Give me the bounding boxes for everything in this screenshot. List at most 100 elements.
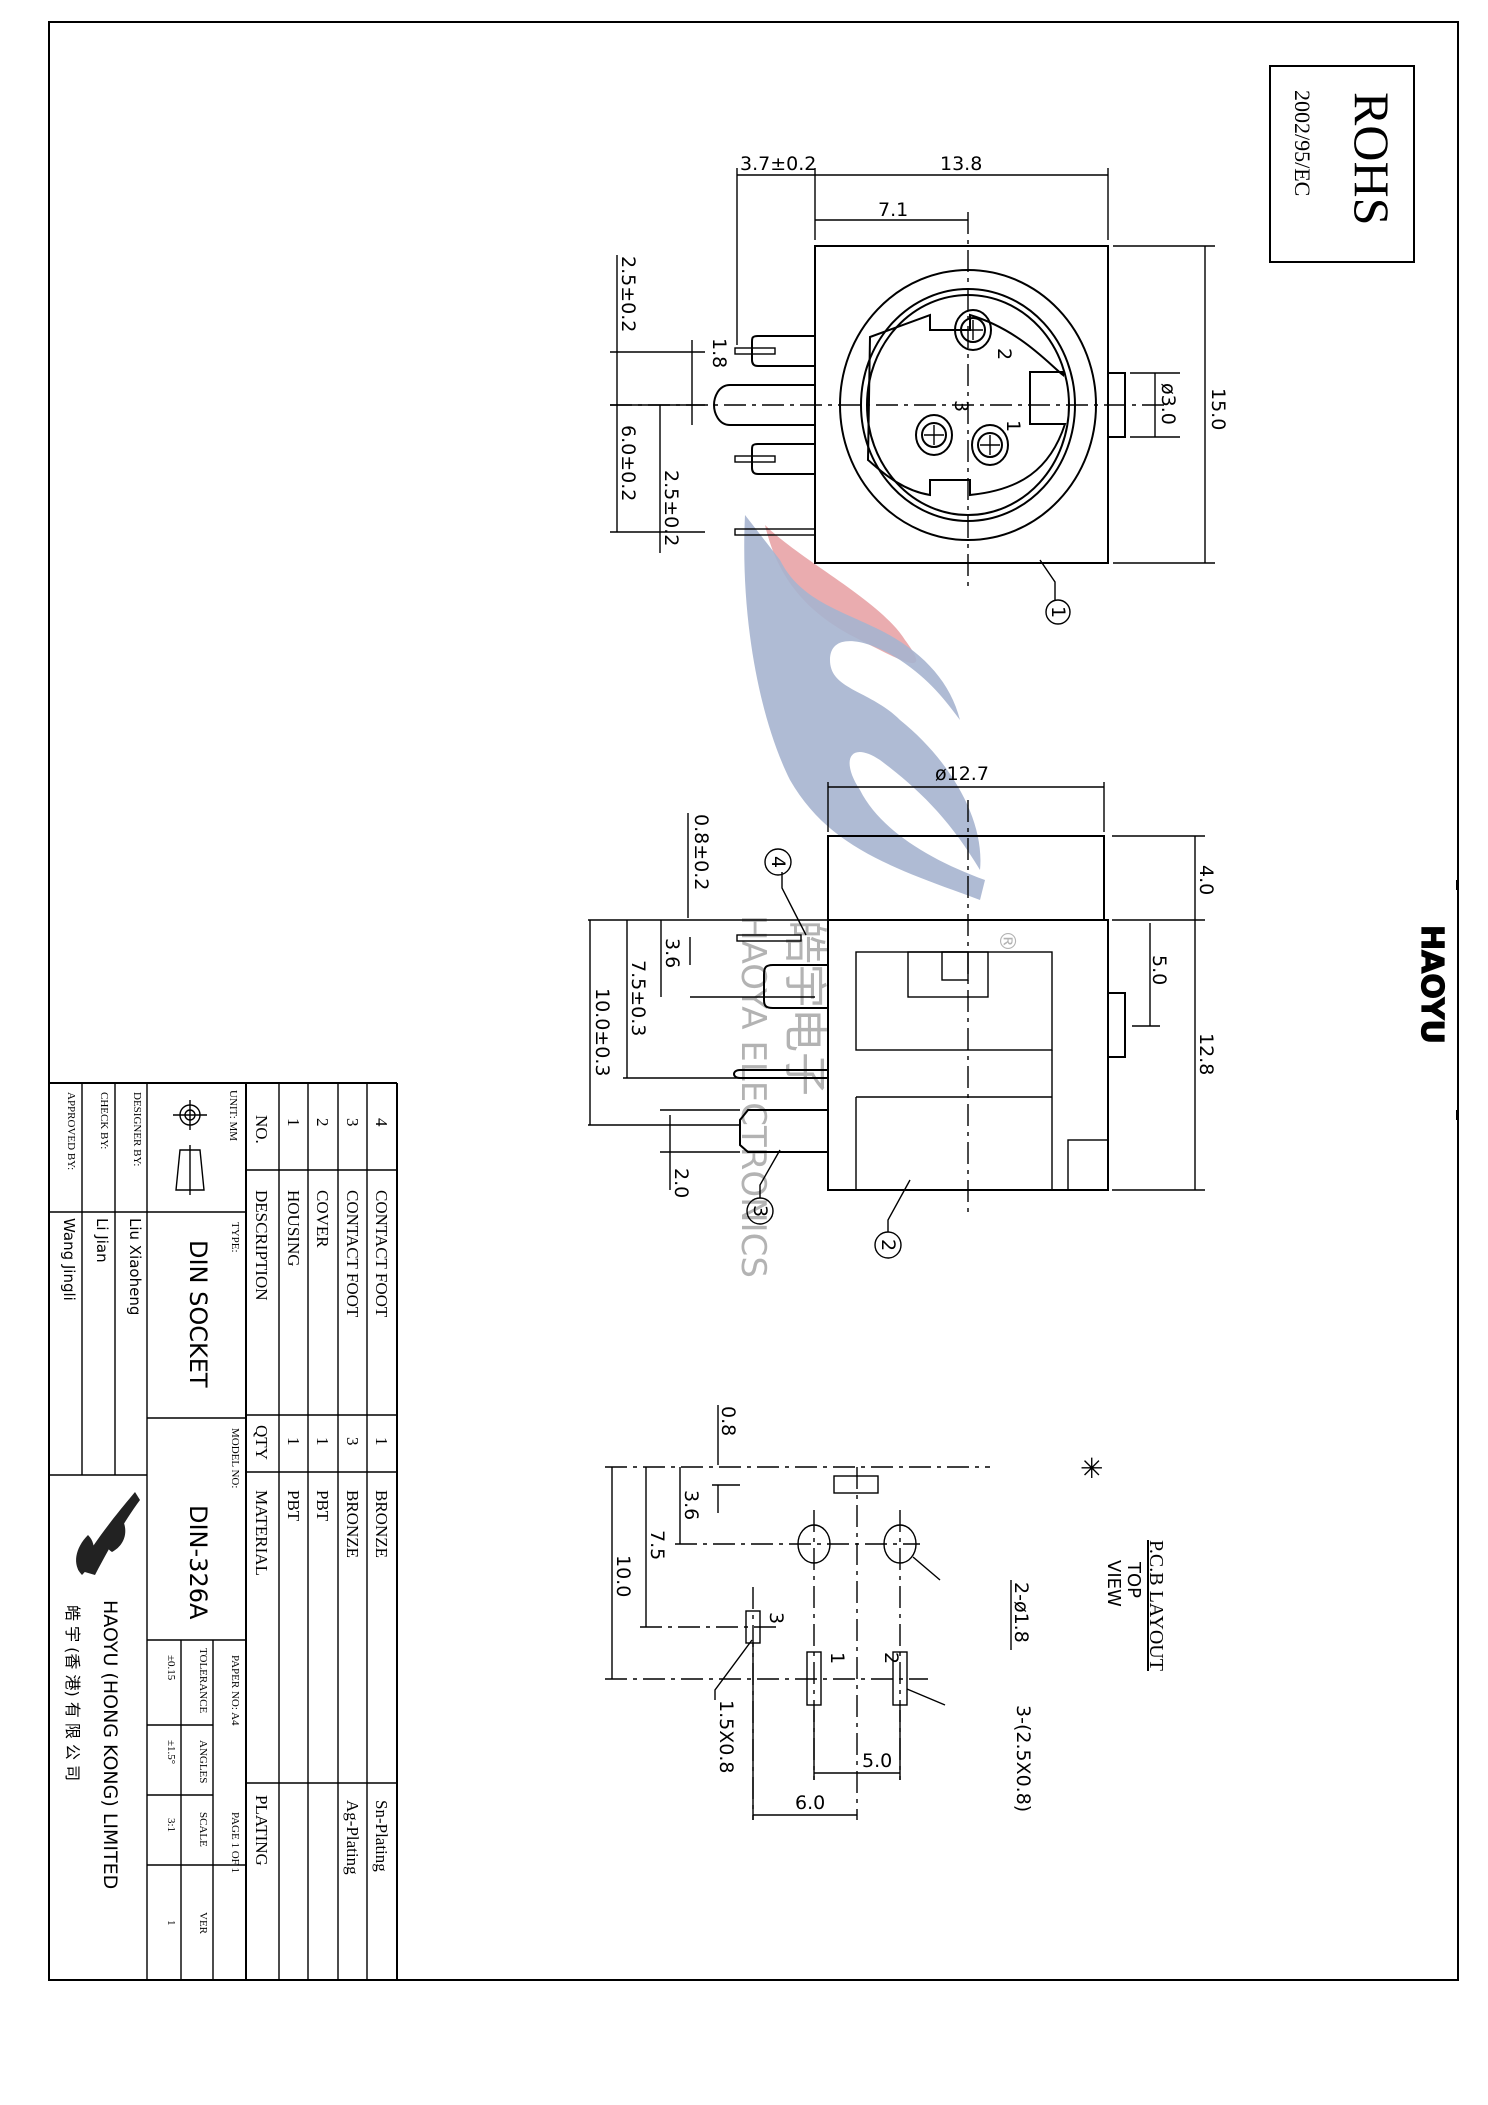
pcb-dim-pitch-b: 6.0 <box>795 1792 825 1814</box>
socket-cavity <box>866 313 1067 497</box>
bom-row-3: 3 CONTACT FOOT 3 BRONZE Ag-Plating <box>343 1118 362 1875</box>
dim-center-offset: 7.1 <box>878 199 908 221</box>
dim-lead-width: 2.0 <box>670 1168 692 1198</box>
callout-1-bubble <box>1045 599 1071 625</box>
type-value: DIN SOCKET <box>184 1240 212 1388</box>
pcb-subtitle-top: TOP <box>1123 1561 1144 1598</box>
designer-value: Liu Xiaoheng <box>126 1218 144 1315</box>
bom-header: NO. DESCRIPTION QTY MATERIAL PLATING <box>252 1115 271 1866</box>
side-boss <box>1107 992 1126 1058</box>
svg-text:PLATING: PLATING <box>252 1795 271 1866</box>
pin-label-1: 1 <box>1002 420 1024 432</box>
svg-text:NO.: NO. <box>252 1115 271 1144</box>
designer-label: DESIGNER BY: <box>131 1092 143 1166</box>
callout-2: 2 <box>877 1239 899 1251</box>
dim-lead-a: 3.6 <box>661 938 683 968</box>
pin-label-2: 2 <box>993 348 1015 360</box>
pcb-dim-pitch-a: 5.0 <box>862 1750 892 1772</box>
approved-label: APPROVED BY: <box>65 1092 77 1170</box>
pcb-dim-row-c: 10.0 <box>612 1555 634 1597</box>
dim-shell-diameter: ø12.7 <box>935 763 989 785</box>
svg-text:BRONZE: BRONZE <box>372 1490 391 1558</box>
pcb-slot-1 <box>806 1651 822 1706</box>
dim-pin-offset: 3.7±0.2 <box>740 153 816 175</box>
callout-4-bubble <box>764 848 792 876</box>
svg-text:MATERIAL: MATERIAL <box>252 1490 271 1576</box>
svg-text:2: 2 <box>313 1118 332 1127</box>
side-view: ø12.7 4.0 12.8 5.0 0.8±0.2 3.6 7.5±0.3 1… <box>588 763 1217 1259</box>
pin-2 <box>954 309 992 351</box>
tolerance-value: ±0.15 <box>165 1655 177 1681</box>
rohs-title: ROHS <box>1344 92 1400 225</box>
svg-text:PBT: PBT <box>313 1490 332 1522</box>
lead-upper <box>763 964 828 1009</box>
callout-3-bubble <box>746 1197 774 1225</box>
company-name-cn: 皓 宇 (香 港) 有 限 公 司 <box>63 1605 82 1781</box>
svg-text:DESCRIPTION: DESCRIPTION <box>252 1190 271 1301</box>
dim-body-width: 15.0 <box>1207 388 1229 430</box>
svg-text:1: 1 <box>372 1437 391 1446</box>
inner-cavity <box>855 951 1053 1051</box>
callout-2-bubble <box>874 1231 902 1259</box>
dim-body-height: 12.8 <box>1195 1033 1217 1075</box>
ver-value: 1 <box>165 1920 177 1926</box>
svg-text:HOUSING: HOUSING <box>284 1190 303 1267</box>
bom-row-4: 4 CONTACT FOOT 1 BRONZE Sn-Plating <box>372 1118 391 1872</box>
dim-pin-spacing-top: 2.5±0.2 <box>617 256 639 332</box>
angles-value: ±1.5° <box>165 1740 177 1764</box>
pcb-note-slots: 3-(2.5X0.8) <box>1012 1705 1034 1812</box>
svg-text:Sn-Plating: Sn-Plating <box>372 1800 391 1872</box>
lead-lower <box>739 1109 828 1153</box>
model-label: MODEL NO: <box>229 1428 241 1488</box>
pcb-pin-3: 3 <box>765 1612 787 1624</box>
svg-text:1: 1 <box>313 1437 332 1446</box>
pcb-layout: P.C.B LAYOUT TOP VIEW ✳ 3 1 2 10.0 7.5 3… <box>605 1405 1167 1820</box>
pin-3 <box>915 414 953 456</box>
rohs-frame <box>1269 65 1415 263</box>
approved-value: Wang Jingli <box>60 1218 78 1301</box>
bom-row-1: 1 HOUSING 1 PBT <box>284 1118 303 1522</box>
pcb-hole-left <box>797 1524 831 1564</box>
registered-mark: ® <box>994 930 1019 952</box>
dim-lead-b: 7.5±0.3 <box>627 960 649 1036</box>
angles-label: ANGLES <box>197 1740 209 1783</box>
pcb-pin-2: 2 <box>880 1652 902 1664</box>
pcb-dim-row-b: 7.5 <box>646 1530 668 1560</box>
pcb-dim-row-a: 3.6 <box>680 1490 702 1520</box>
tolerance-label: TOLERANCE <box>197 1648 209 1713</box>
pin-label-3: 3 <box>950 400 972 412</box>
pcb-note-holes: 2-ø1.8 <box>1010 1582 1032 1643</box>
scale-value: 3:1 <box>165 1818 177 1832</box>
brand-logo-text: HAOYU <box>1414 925 1449 1044</box>
lead-pin-bottom <box>734 455 776 463</box>
pcb-slot-2 <box>892 1651 908 1706</box>
watermark-logo: 皓宇电子 HAOYA ELECTRONICS ® <box>733 515 1019 1278</box>
dim-body-length: 13.8 <box>940 153 982 175</box>
pcb-note-slot-small: 1.5X0.8 <box>715 1700 737 1773</box>
pcb-hole-right <box>883 1524 917 1564</box>
dim-shell-height: 4.0 <box>1195 865 1217 895</box>
dim-pin-spacing-bottom: 2.5±0.2 <box>660 470 682 546</box>
title-block: 4 CONTACT FOOT 1 BRONZE Sn-Plating 3 CON… <box>49 1082 398 1980</box>
bom-row-2: 2 COVER 1 PBT <box>313 1118 332 1522</box>
check-value: Li Jian <box>93 1218 111 1263</box>
lead-pin-top <box>734 347 776 355</box>
svg-text:3: 3 <box>343 1437 362 1446</box>
callout-3: 3 <box>749 1205 771 1217</box>
paper-label: PAPER NO: A4 <box>229 1655 241 1726</box>
model-value: DIN-326A <box>184 1505 212 1620</box>
unit-label: UNIT: MM <box>227 1090 239 1141</box>
ver-label: VER <box>197 1912 209 1935</box>
pcb-subtitle-view: VIEW <box>1103 1560 1124 1607</box>
svg-text:1: 1 <box>284 1437 303 1446</box>
sheet-frame <box>48 21 1459 1981</box>
dim-pin-span: 6.0±0.2 <box>617 425 639 501</box>
lead-pin-lower <box>734 528 816 536</box>
projection-symbol <box>173 1100 207 1195</box>
svg-text:3: 3 <box>343 1118 362 1127</box>
callout-4: 4 <box>767 856 789 868</box>
scale-label: SCALE <box>197 1812 209 1847</box>
datum-mark: ✳ <box>1080 1452 1103 1485</box>
dim-boss-offset: 5.0 <box>1148 955 1170 985</box>
